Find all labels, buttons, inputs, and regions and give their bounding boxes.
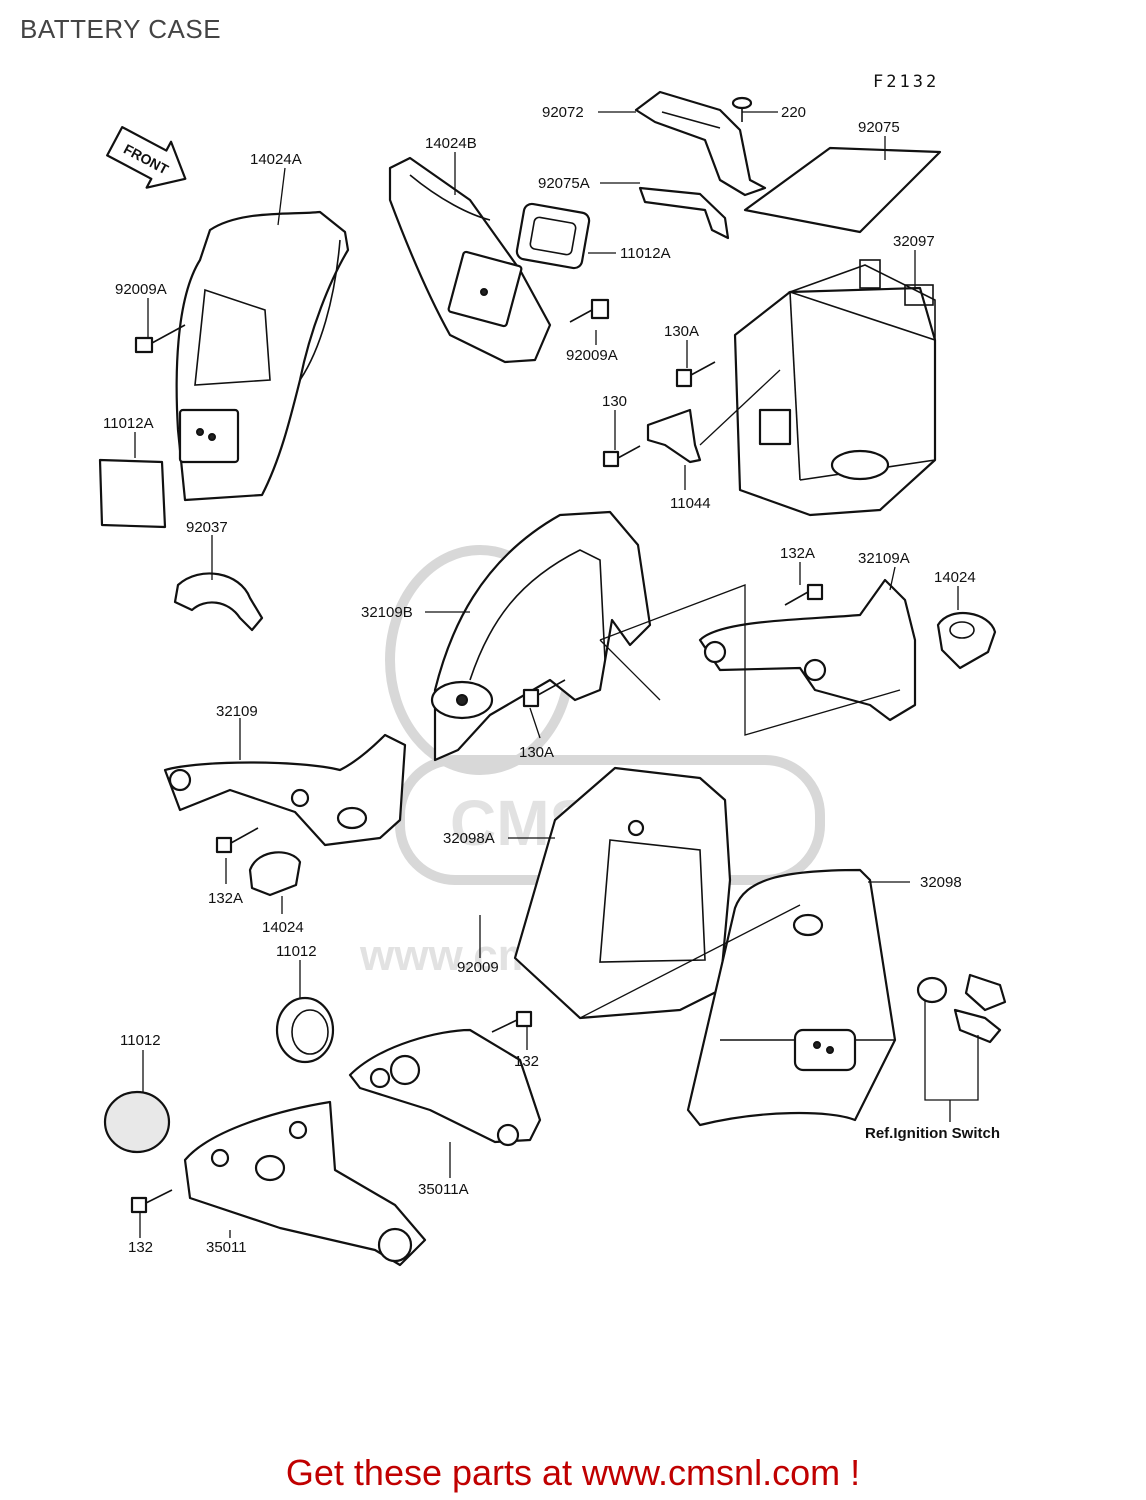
strip-92075a xyxy=(638,186,730,240)
ignition-lock-icon xyxy=(916,973,1007,1044)
bolt-132-mid xyxy=(491,1010,533,1033)
page-title: BATTERY CASE xyxy=(20,14,222,44)
label-130: 130 xyxy=(602,393,627,410)
bolt-92009a-left xyxy=(134,324,186,354)
bracket-32109a xyxy=(698,578,917,722)
label-92075a: 92075A xyxy=(538,175,590,192)
label-14024-right: 14024 xyxy=(934,569,976,586)
cta-link[interactable]: Get these parts at www.cmsnl.com ! xyxy=(285,1452,861,1493)
frame-32109b xyxy=(430,510,652,762)
bracket-92072 xyxy=(634,90,767,197)
pad-11012a-left xyxy=(98,458,167,529)
screw-220 xyxy=(731,96,753,122)
battery-box-32097 xyxy=(733,259,937,517)
label-132-mid: 132 xyxy=(514,1053,539,1070)
leader-lines xyxy=(134,111,979,1238)
bolt-130a-top xyxy=(675,361,716,388)
bracket-35011 xyxy=(183,1100,427,1267)
case-32098a xyxy=(513,766,732,1020)
part-labels: 92072 220 92075 92075A 14024B 14024A 110… xyxy=(103,104,1000,1256)
label-92072: 92072 xyxy=(542,104,584,121)
bolt-132a-top xyxy=(784,583,824,606)
side-cover-14024a xyxy=(175,210,350,502)
label-ref-ignition-switch: Ref.Ignition Switch xyxy=(865,1125,1000,1142)
label-11012a-top: 11012A xyxy=(620,245,671,262)
label-130a-top: 130A xyxy=(664,323,699,340)
label-32098: 32098 xyxy=(920,874,962,891)
label-32109b: 32109B xyxy=(361,604,413,621)
side-cover-14024b xyxy=(388,156,552,364)
label-132a-left: 132A xyxy=(208,890,243,907)
label-92009: 92009 xyxy=(457,959,499,976)
label-32097: 32097 xyxy=(893,233,935,250)
figure-code: F2132 xyxy=(873,72,940,92)
bracket-35011a xyxy=(348,1028,542,1147)
cap-14024-left xyxy=(248,851,302,897)
label-11012-mid: 11012 xyxy=(276,943,317,960)
label-35011a: 35011A xyxy=(418,1181,469,1198)
bolt-130a-mid xyxy=(522,679,566,708)
bolt-132-bottom xyxy=(130,1189,173,1214)
label-32109: 32109 xyxy=(216,703,258,720)
label-92009a-mid: 92009A xyxy=(566,347,618,364)
label-32098a: 32098A xyxy=(443,830,495,847)
label-92009a-left: 92009A xyxy=(115,281,167,298)
label-92075: 92075 xyxy=(858,119,900,136)
sheet-92075 xyxy=(743,146,942,234)
grommet-11012a-top xyxy=(515,202,591,270)
case-32098 xyxy=(686,868,897,1127)
label-130a-mid: 130A xyxy=(519,744,554,761)
cap-14024-right xyxy=(936,611,997,670)
label-14024-left: 14024 xyxy=(262,919,304,936)
bolt-130 xyxy=(602,445,641,468)
bracket-32109 xyxy=(163,733,407,847)
grommet-11012-mid xyxy=(275,996,335,1064)
label-92037: 92037 xyxy=(186,519,228,536)
label-11044: 11044 xyxy=(670,495,711,512)
label-35011: 35011 xyxy=(206,1239,247,1256)
clamp-92037 xyxy=(173,572,264,632)
label-32109a: 32109A xyxy=(858,550,910,567)
cap-11012-left xyxy=(103,1090,171,1154)
label-132a-top: 132A xyxy=(780,545,815,562)
label-220: 220 xyxy=(781,104,806,121)
label-132-bottom: 132 xyxy=(128,1239,153,1256)
label-11012a-left: 11012A xyxy=(103,415,154,432)
bracket-11044 xyxy=(646,408,702,464)
label-11012-left: 11012 xyxy=(120,1032,161,1049)
front-arrow-icon: FRONT xyxy=(106,125,187,189)
bolt-132a-left xyxy=(215,827,259,854)
label-14024a: 14024A xyxy=(250,151,302,168)
bolt-92009a-mid xyxy=(569,298,610,323)
label-14024b: 14024B xyxy=(425,135,477,152)
